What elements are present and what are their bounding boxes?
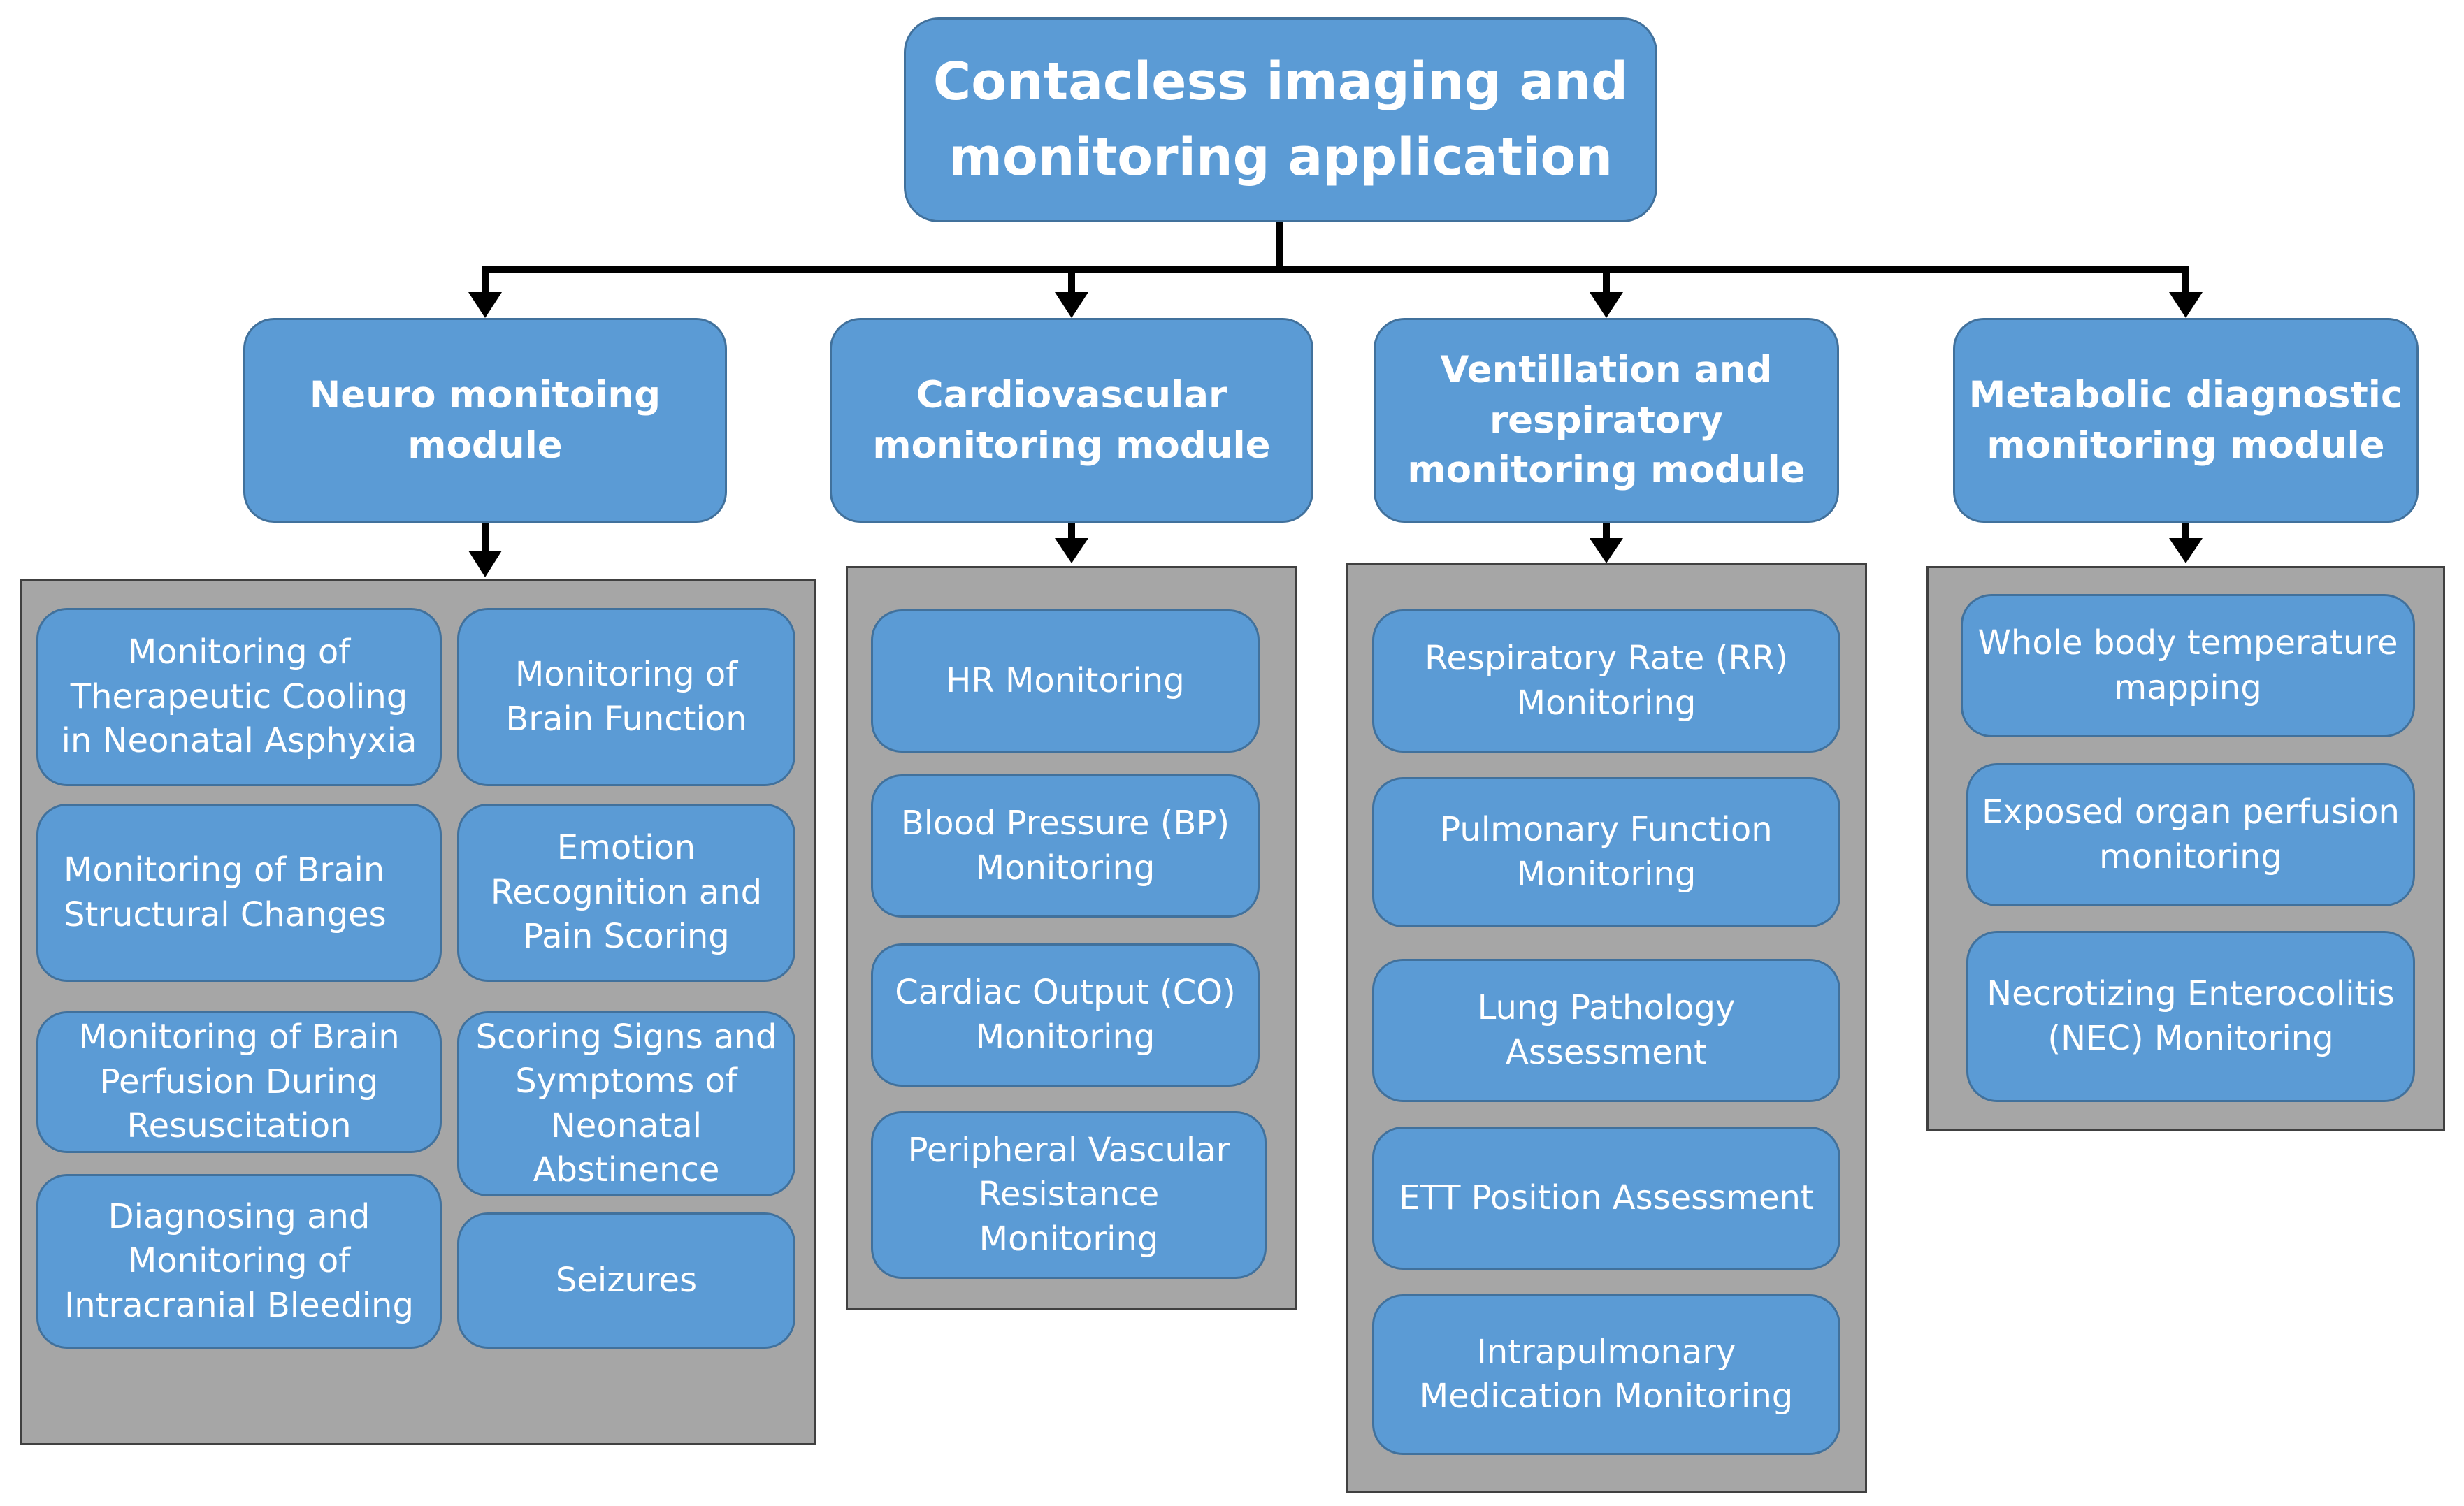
arrow-cardio-module [1055, 292, 1088, 318]
arrow-neuro-module [468, 292, 502, 318]
resp-item-label: Intrapulmonary Medication Monitoring [1419, 1332, 1794, 1416]
arrow-resp-module [1590, 292, 1623, 318]
neuro-item-label: Monitoring of Brain Structural Changes [64, 850, 387, 934]
resp-item-label: Lung Pathology Assessment [1477, 988, 1736, 1072]
cardio-item-peripheral-vascular: Peripheral Vascular Resistance Monitorin… [871, 1111, 1267, 1279]
module-cardiovascular: Cardiovascular monitoring module [830, 318, 1313, 523]
resp-item-pulmonary-function: Pulmonary Function Monitoring [1372, 777, 1840, 927]
neuro-item-label: Monitoring of Brain Perfusion During Res… [78, 1018, 400, 1146]
resp-item-label: Respiratory Rate (RR) Monitoring [1425, 639, 1788, 723]
resp-item-label: ETT Position Assessment [1399, 1178, 1814, 1217]
neuro-item-therapeutic-cooling: Monitoring of Therapeutic Cooling in Neo… [36, 608, 442, 786]
neuro-item-label: Scoring Signs and Symptoms of Neonatal A… [475, 1017, 777, 1189]
metabolic-item-temperature-mapping: Whole body temperature mapping [1961, 594, 2415, 737]
metabolic-item-label: Necrotizing Enterocolitis (NEC) Monitori… [1987, 974, 2395, 1058]
resp-item-label: Pulmonary Function Monitoring [1440, 810, 1773, 894]
neuro-item-label: Monitoring of Therapeutic Cooling in Neo… [61, 632, 417, 761]
module-cardiovascular-label: Cardiovascular monitoring module [872, 373, 1271, 467]
cardio-item-label: Peripheral Vascular Resistance Monitorin… [907, 1130, 1230, 1259]
cardio-item-hr-monitoring: HR Monitoring [871, 609, 1260, 753]
neuro-item-emotion-recognition: Emotion Recognition and Pain Scoring [457, 804, 795, 982]
resp-item-intrapulmonary-medication: Intrapulmonary Medication Monitoring [1372, 1294, 1840, 1455]
neuro-item-label: Diagnosing and Monitoring of Intracrania… [64, 1196, 414, 1325]
cardio-item-label: Blood Pressure (BP) Monitoring [900, 804, 1230, 888]
module-neuro-label: Neuro monitoing module [309, 373, 661, 467]
neuro-item-seizures: Seizures [457, 1212, 795, 1349]
arrow-metabolic-module [2169, 292, 2203, 318]
resp-item-ett-position: ETT Position Assessment [1372, 1127, 1840, 1270]
neuro-item-neonatal-abstinence: Scoring Signs and Symptoms of Neonatal A… [457, 1011, 795, 1196]
metabolic-item-label: Whole body temperature mapping [1977, 623, 2398, 707]
neuro-item-brain-structural-changes: Monitoring of Brain Structural Changes [36, 804, 442, 982]
cardio-item-label: Cardiac Output (CO) Monitoring [895, 973, 1236, 1057]
metabolic-item-label: Exposed organ perfusion monitoring [1982, 792, 2400, 876]
module-respiratory: Ventillation and respiratory monitoring … [1374, 318, 1839, 523]
cardio-item-cardiac-output: Cardiac Output (CO) Monitoring [871, 943, 1260, 1087]
module-neuro: Neuro monitoing module [243, 318, 727, 523]
root-title-box: Contacless imaging and monitoring applic… [904, 17, 1657, 222]
arrow-resp-panel [1590, 538, 1623, 563]
root-title-text: Contacless imaging and monitoring applic… [932, 52, 1629, 187]
neuro-item-brain-perfusion: Monitoring of Brain Perfusion During Res… [36, 1011, 442, 1153]
resp-item-lung-pathology: Lung Pathology Assessment [1372, 959, 1840, 1102]
metabolic-item-organ-perfusion: Exposed organ perfusion monitoring [1966, 763, 2415, 906]
neuro-item-label: Monitoring of Brain Function [505, 655, 747, 739]
arrow-cardio-panel [1055, 538, 1088, 563]
neuro-item-intracranial-bleeding: Diagnosing and Monitoring of Intracrania… [36, 1174, 442, 1349]
module-metabolic: Metabolic diagnostic monitoring module [1953, 318, 2419, 523]
arrow-neuro-panel [468, 551, 502, 577]
module-metabolic-label: Metabolic diagnostic monitoring module [1968, 373, 2403, 467]
arrow-metabolic-panel [2169, 538, 2203, 563]
cardio-item-blood-pressure: Blood Pressure (BP) Monitoring [871, 774, 1260, 918]
neuro-item-brain-function: Monitoring of Brain Function [457, 608, 795, 786]
neuro-item-label: Seizures [555, 1260, 698, 1300]
resp-item-respiratory-rate: Respiratory Rate (RR) Monitoring [1372, 609, 1840, 753]
neuro-item-label: Emotion Recognition and Pain Scoring [490, 828, 763, 957]
metabolic-item-nec-monitoring: Necrotizing Enterocolitis (NEC) Monitori… [1966, 931, 2415, 1102]
module-respiratory-label: Ventillation and respiratory monitoring … [1407, 349, 1806, 492]
cardio-item-label: HR Monitoring [946, 660, 1185, 700]
